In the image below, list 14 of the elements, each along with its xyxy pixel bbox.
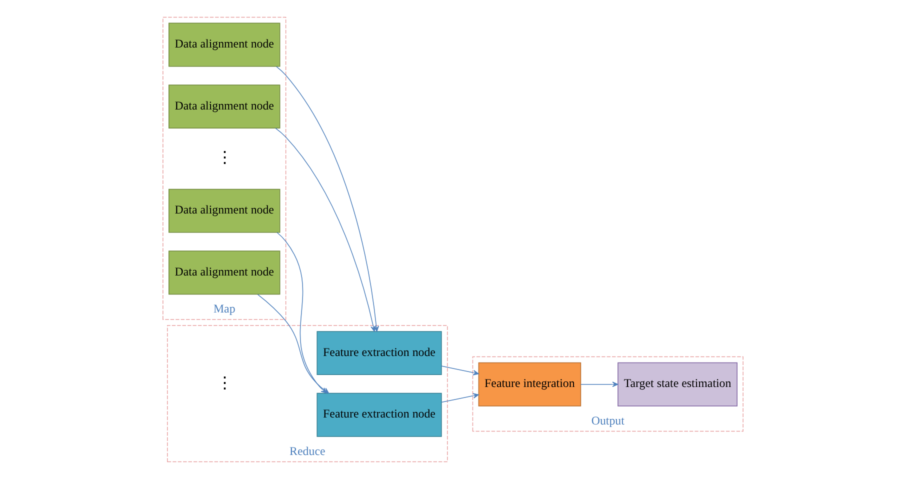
node-box: Data alignment node	[168, 84, 280, 129]
node-box: Feature extraction node	[316, 392, 442, 437]
label: ⋮	[216, 374, 232, 393]
node-box: Data alignment node	[168, 188, 280, 233]
arrow	[441, 393, 479, 403]
arrow	[580, 382, 618, 388]
node-box: Data alignment node	[168, 250, 280, 295]
node-box: Feature extraction node	[316, 331, 442, 376]
label: ⋮	[216, 148, 232, 167]
node-box: Target state estimation	[618, 362, 738, 406]
node-box: Data alignment node	[168, 22, 280, 67]
arrow	[275, 128, 376, 332]
arrow	[441, 366, 479, 376]
node-box: Feature integration	[478, 362, 582, 406]
